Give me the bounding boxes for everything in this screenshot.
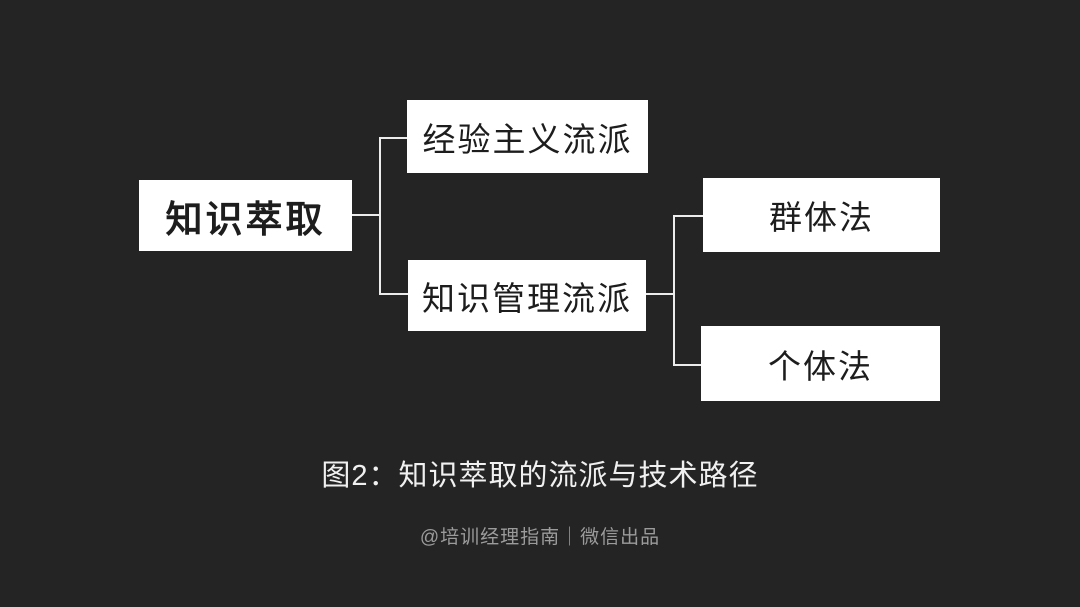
connector-vertical-2 (673, 215, 675, 365)
node-knowledge-extraction: 知识萃取 (139, 180, 352, 251)
figure-caption: 图2：知识萃取的流派与技术路径 (321, 460, 759, 492)
node-group-method: 群体法 (703, 178, 940, 252)
connector-to-group-method (673, 215, 703, 217)
connector-to-knowledge-management (379, 293, 408, 295)
connector-vertical-1 (379, 137, 381, 295)
connector-to-individual-method (673, 364, 701, 366)
connector-to-empiricism (379, 137, 407, 139)
connector-km-stub (646, 293, 675, 295)
connector-root-stub (352, 214, 380, 216)
node-individual-method: 个体法 (701, 326, 940, 401)
footer-credit: @培训经理指南｜微信出品 (419, 527, 661, 548)
node-empiricism-school: 经验主义流派 (407, 100, 648, 173)
node-knowledge-management-school: 知识管理流派 (408, 260, 646, 331)
